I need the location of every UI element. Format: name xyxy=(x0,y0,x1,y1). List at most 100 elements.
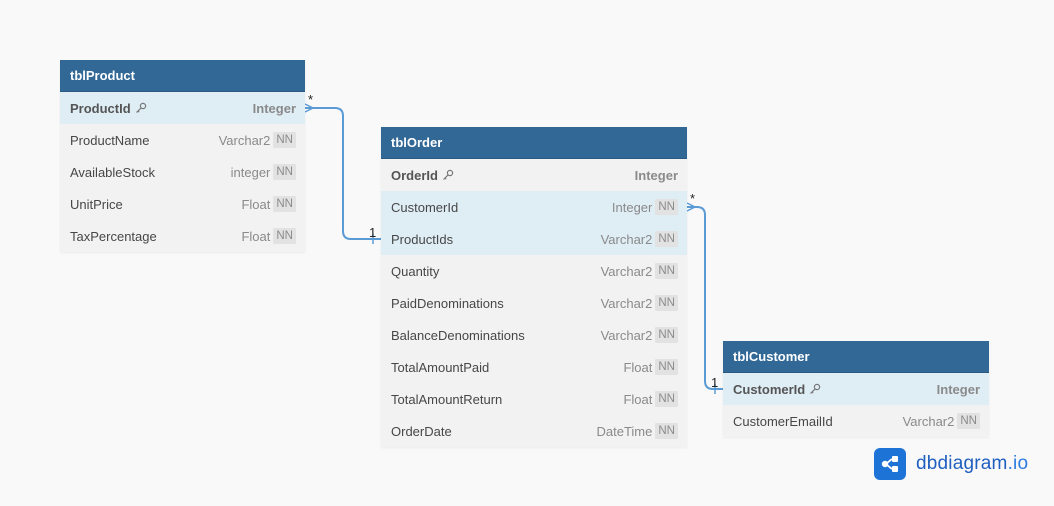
column-type: Float xyxy=(623,359,653,375)
not-null-badge: NN xyxy=(273,132,296,148)
logo-text-main: dbdiagram xyxy=(916,453,1008,474)
column-type: Float xyxy=(241,228,271,244)
not-null-badge: NN xyxy=(655,423,678,439)
not-null-badge: NN xyxy=(273,164,296,180)
logo-text: dbdiagram.io xyxy=(916,453,1028,475)
column-left: CustomerEmailId xyxy=(733,414,833,429)
column-name: PaidDenominations xyxy=(391,295,504,311)
logo-text-suffix: .io xyxy=(1007,453,1029,474)
column-type: Float xyxy=(241,196,271,212)
column-name: OrderDate xyxy=(391,423,452,439)
column-left: BalanceDenominations xyxy=(391,328,525,343)
column-type: Float xyxy=(623,391,653,407)
column-row-orderid[interactable]: OrderId Integer xyxy=(381,159,687,191)
column-type: Varchar2 xyxy=(600,263,653,279)
column-left: PaidDenominations xyxy=(391,296,504,311)
column-left: TotalAmountReturn xyxy=(391,392,502,407)
column-name: AvailableStock xyxy=(70,164,156,180)
not-null-badge: NN xyxy=(273,228,296,244)
column-type: Integer xyxy=(252,100,296,116)
column-row-customerid[interactable]: CustomerId Integer xyxy=(723,373,989,405)
column-left: Quantity xyxy=(391,264,439,279)
column-right: Integer xyxy=(937,382,980,397)
column-left: CustomerId xyxy=(733,382,821,397)
many-end-marker xyxy=(304,103,315,113)
column-type: Integer xyxy=(611,199,653,215)
column-name: ProductId xyxy=(70,100,131,116)
cardinality-label-many: * xyxy=(690,191,695,206)
not-null-badge: NN xyxy=(655,359,678,375)
column-type: DateTime xyxy=(596,423,653,439)
not-null-badge: NN xyxy=(273,196,296,212)
column-type: Integer xyxy=(634,167,678,183)
column-type: Integer xyxy=(936,381,980,397)
column-type: Varchar2 xyxy=(218,132,271,148)
primary-key-icon xyxy=(442,169,454,181)
dbdiagram-logo-icon xyxy=(874,448,906,480)
relationship-line-order-customer[interactable] xyxy=(687,206,723,390)
column-type: Varchar2 xyxy=(600,327,653,343)
column-name: UnitPrice xyxy=(70,196,123,212)
column-left: TaxPercentage xyxy=(70,229,157,244)
column-left: OrderId xyxy=(391,168,454,183)
column-left: TotalAmountPaid xyxy=(391,360,489,375)
column-name: CustomerId xyxy=(391,199,459,215)
column-left: AvailableStock xyxy=(70,165,155,180)
column-left: UnitPrice xyxy=(70,197,123,212)
column-name: ProductIds xyxy=(391,231,454,247)
table-header[interactable]: tblCustomer xyxy=(723,341,989,373)
dbdiagram-logo[interactable]: dbdiagram.io xyxy=(874,448,1028,480)
column-row-productid[interactable]: ProductId Integer xyxy=(60,92,305,124)
column-type: Varchar2 xyxy=(600,295,653,311)
column-name: CustomerEmailId xyxy=(733,413,833,429)
table-header[interactable]: tblProduct xyxy=(60,60,305,92)
column-name: TotalAmountReturn xyxy=(391,391,503,407)
column-right: Integer xyxy=(253,101,296,116)
column-type: Varchar2 xyxy=(902,413,955,429)
column-type: Varchar2 xyxy=(600,231,653,247)
column-name: CustomerId xyxy=(733,381,806,397)
column-left: ProductId xyxy=(70,101,147,116)
not-null-badge: NN xyxy=(957,413,980,429)
not-null-badge: NN xyxy=(655,199,678,215)
relationship-line-product-order[interactable] xyxy=(305,107,381,240)
column-left: OrderDate xyxy=(391,424,452,439)
not-null-badge: NN xyxy=(655,263,678,279)
table-header[interactable]: tblOrder xyxy=(381,127,687,159)
column-type: integer xyxy=(230,164,271,180)
not-null-badge: NN xyxy=(655,231,678,247)
cardinality-label-many: * xyxy=(308,92,313,107)
column-left: ProductName xyxy=(70,133,149,148)
column-right: Integer xyxy=(635,168,678,183)
